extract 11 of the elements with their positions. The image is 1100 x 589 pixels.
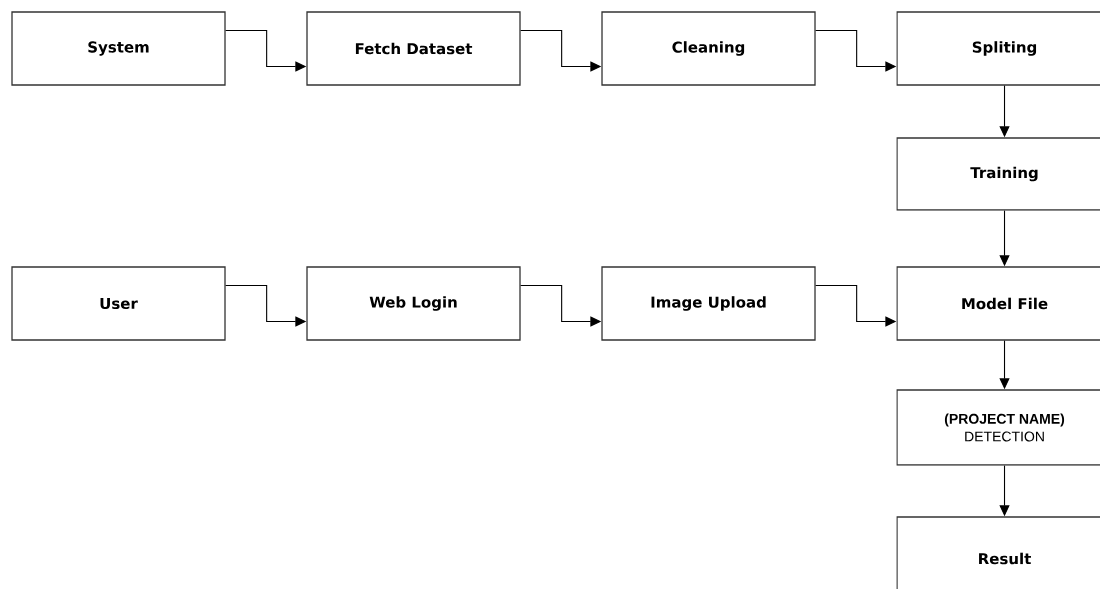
process-box: System bbox=[11, 11, 226, 86]
process-box: (PROJECT NAME) DETECTION bbox=[896, 389, 1100, 466]
process-box: Result bbox=[896, 516, 1100, 589]
process-box: Cleaning bbox=[601, 11, 816, 86]
process-box: Web Login bbox=[306, 266, 521, 341]
process-box: Training bbox=[896, 137, 1100, 211]
process-box: Fetch Dataset bbox=[306, 11, 521, 86]
process-box: Model File bbox=[896, 266, 1100, 341]
process-box: User bbox=[11, 266, 226, 341]
process-box: Spliting bbox=[896, 11, 1100, 86]
process-box: Image Upload bbox=[601, 266, 816, 341]
